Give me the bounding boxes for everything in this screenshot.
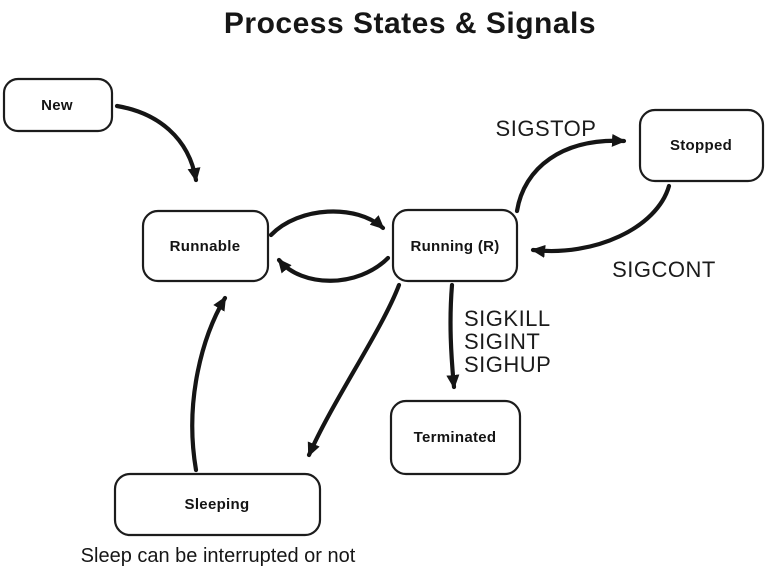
edge-running-to-stopped-sigstop (514, 133, 627, 214)
edge-running-to-terminated (446, 282, 460, 390)
node-runnable-label: Runnable (170, 238, 241, 255)
sigstop-label: SIGSTOP (496, 116, 597, 141)
diagram-title: Process States & Signals (224, 7, 596, 40)
diagram-caption: Sleep can be interrupted or not (81, 545, 356, 567)
node-terminated-label: Terminated (414, 429, 497, 446)
node-running-label: Running (R) (410, 238, 499, 255)
node-new-box (2, 77, 114, 133)
edge-stopped-to-running-sigcont (530, 183, 672, 258)
node-sleeping: Sleeping (113, 472, 322, 537)
node-stopped-box (638, 108, 765, 183)
node-running: Running (R) (391, 208, 519, 283)
node-new-label: New (41, 97, 73, 114)
node-stopped-label: Stopped (670, 137, 732, 154)
edge-runnable-to-running (268, 209, 386, 238)
node-running-box (391, 208, 519, 283)
node-terminated-box (389, 399, 522, 476)
node-stopped: Stopped (638, 108, 765, 183)
sighup-label: SIGHUP (464, 352, 551, 377)
node-new: New (2, 77, 114, 133)
edges-group (114, 103, 672, 473)
node-runnable-box (141, 209, 270, 283)
edge-running-to-sleeping (306, 282, 402, 458)
sigkill-label: SIGKILL (464, 306, 551, 331)
node-sleeping-box (113, 472, 322, 537)
node-terminated: Terminated (389, 399, 522, 476)
edge-sleeping-to-runnable (190, 295, 228, 473)
node-sleeping-label: Sleeping (185, 496, 250, 513)
node-runnable: Runnable (141, 209, 270, 283)
sigcont-label: SIGCONT (612, 257, 716, 282)
signal-labels-group: SIGSTOP SIGCONT SIGKILL SIGINT SIGHUP (464, 116, 716, 377)
edge-new-to-runnable (114, 103, 201, 183)
edge-running-to-runnable (276, 255, 391, 283)
sigint-label: SIGINT (464, 329, 540, 354)
